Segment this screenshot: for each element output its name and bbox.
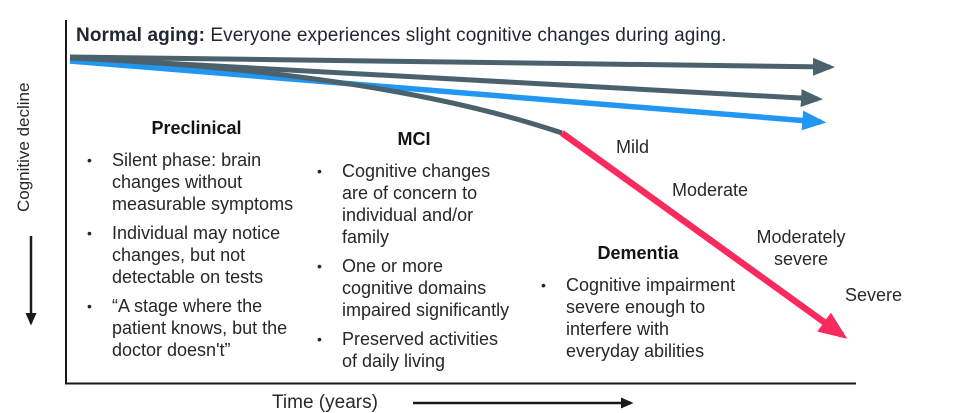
stage-title-dementia: Dementia bbox=[597, 243, 679, 263]
severity-label-moderately-severe: Moderately severe bbox=[756, 227, 846, 269]
y-axis-label: Cognitive decline bbox=[14, 82, 33, 212]
stage-block-mci: MCI Cognitive changes are of concern to … bbox=[314, 128, 514, 379]
bullet-item: “A stage where the patient knows, but th… bbox=[84, 295, 309, 361]
stage-title-preclinical: Preclinical bbox=[151, 118, 242, 138]
decline-onset-curve bbox=[69, 55, 563, 136]
header-bold-label: Normal aging: bbox=[76, 25, 206, 46]
bullet-item: Cognitive impairment severe enough to in… bbox=[538, 274, 738, 362]
severity-label-severe: Severe bbox=[845, 285, 903, 305]
bullet-item: Cognitive changes are of concern to indi… bbox=[314, 160, 514, 248]
bullet-item: Preserved activities of daily living bbox=[314, 328, 514, 372]
mci-bullet-list: Cognitive changes are of concern to indi… bbox=[314, 160, 514, 372]
bullet-item: Individual may notice changes, but not d… bbox=[84, 222, 309, 288]
bullet-item: One or more cognitive domains impaired s… bbox=[314, 255, 514, 321]
x-axis-label: Time (years) bbox=[272, 392, 378, 413]
normal-aging-arrow-upper bbox=[69, 54, 835, 76]
header-text: Everyone experiences slight cognitive ch… bbox=[205, 25, 727, 46]
bullet-item: Silent phase: brain changes without meas… bbox=[84, 149, 309, 215]
preclinical-bullet-list: Silent phase: brain changes without meas… bbox=[84, 149, 309, 361]
stage-block-preclinical: Preclinical Silent phase: brain changes … bbox=[84, 117, 309, 368]
severity-label-moderate: Moderate bbox=[672, 180, 749, 200]
severity-label-mild: Mild bbox=[616, 137, 650, 157]
normal-aging-arrow-blue bbox=[69, 58, 827, 131]
stage-block-dementia: Dementia Cognitive impairment severe eno… bbox=[538, 242, 738, 369]
diagram-header: Normal aging: Everyone experiences sligh… bbox=[76, 25, 726, 47]
dementia-decline-arrow bbox=[560, 130, 848, 339]
dementia-bullet-list: Cognitive impairment severe enough to in… bbox=[538, 274, 738, 362]
stage-title-mci: MCI bbox=[397, 129, 431, 149]
